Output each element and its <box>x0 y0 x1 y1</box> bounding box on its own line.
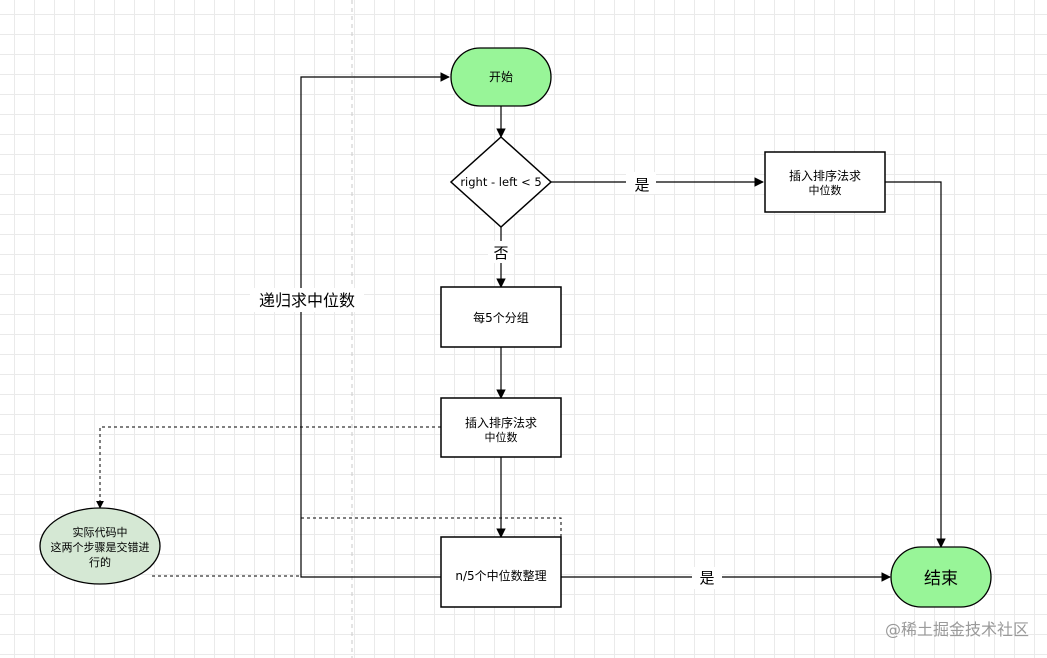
end-node: 结束 <box>890 546 992 608</box>
median-sort-label: n/5个中位数整理 <box>455 568 546 583</box>
insert-sort-mid-node: 插入排序法求 中位数 <box>440 397 562 458</box>
end-label: 结束 <box>924 569 958 589</box>
condition-node: right - left < 5 <box>449 135 553 229</box>
note-line3: 行的 <box>89 555 111 569</box>
recursive-label-bg <box>250 288 364 312</box>
recursive-label: 递归求中位数 <box>259 291 355 310</box>
median-sort-node: n/5个中位数整理 <box>440 536 562 608</box>
note-node: 实际代码中 这两个步骤是交错进 行的 <box>39 507 161 585</box>
start-node: 开始 <box>450 47 552 107</box>
watermark: @稀土掘金技术社区 <box>884 620 1029 639</box>
edge-recursive-loop <box>300 72 450 578</box>
edge-dashed-to-note <box>96 426 441 509</box>
insert-sort-top-node: 插入排序法求 中位数 <box>764 151 886 213</box>
note-line2: 这两个步骤是交错进 <box>51 540 150 554</box>
group-label: 每5个分组 <box>473 310 529 325</box>
insert-sort-top-line2: 中位数 <box>809 183 842 197</box>
no-label: 否 <box>493 244 508 262</box>
condition-label: right - left < 5 <box>460 175 541 189</box>
yes-top-label-bg <box>626 172 656 194</box>
note-line1: 实际代码中 <box>73 525 128 539</box>
yes-bottom-label: 是 <box>699 569 714 587</box>
insert-sort-mid-line1: 插入排序法求 <box>465 415 537 430</box>
no-label-bg <box>488 241 514 263</box>
yes-top-label: 是 <box>634 176 649 194</box>
yes-bottom-label-bg <box>692 567 722 589</box>
start-label: 开始 <box>489 70 513 84</box>
insert-sort-mid-line2: 中位数 <box>485 430 518 444</box>
edge-insert-top-to-end <box>885 181 946 548</box>
edge-dashed-bracket <box>301 517 562 537</box>
group-node: 每5个分组 <box>440 286 562 348</box>
insert-sort-top-line1: 插入排序法求 <box>789 168 861 183</box>
